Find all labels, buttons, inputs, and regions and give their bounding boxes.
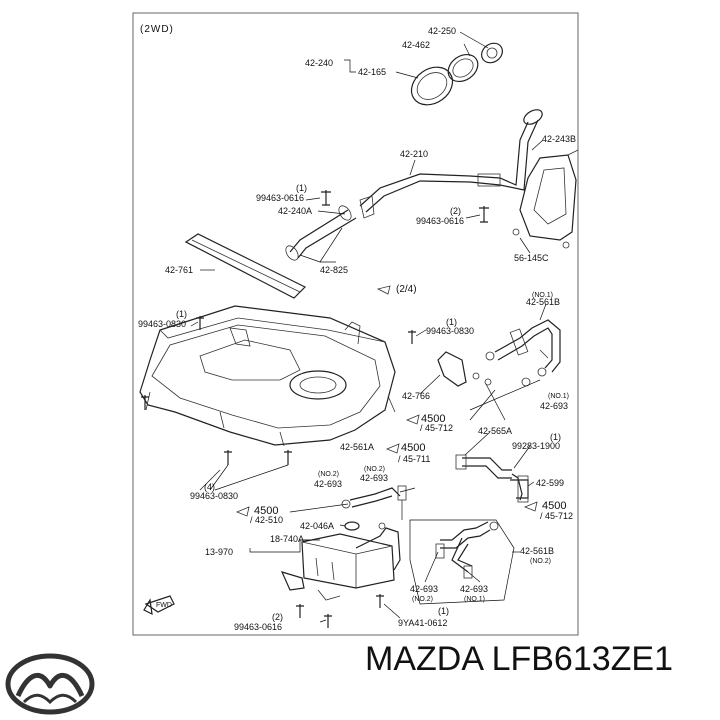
label-42-693-a: 42-693 <box>540 401 568 411</box>
label-99463-0616-top: 99463-0616 <box>256 193 304 203</box>
label-42-510: / 42-510 <box>250 515 283 525</box>
label-42-761: 42-761 <box>165 265 193 275</box>
filler-bracket <box>512 149 579 249</box>
label-qty-1-left: (1) <box>176 309 187 319</box>
label-42-693-d: 42-693 <box>410 584 438 594</box>
label-qty-1-bottom: (1) <box>438 606 449 616</box>
label-56-145c: 56-145C <box>514 253 549 263</box>
label-45-712-b: / 45-712 <box>540 511 573 521</box>
label-42-243b: 42-243B <box>542 134 576 144</box>
hose-42561b-lower <box>435 521 499 579</box>
label-no2-d: (NO.2) <box>412 596 433 603</box>
label-no2-b: (NO.2) <box>364 466 385 473</box>
ring-42046a <box>344 521 360 531</box>
bolt-group-top <box>321 190 489 223</box>
label-99463-0616-bottom: 99463-0616 <box>234 622 282 632</box>
label-qty-1-c: (1) <box>550 432 561 442</box>
label-42-240: 42-240 <box>305 58 333 68</box>
vent-hose-middle <box>455 454 523 501</box>
label-42-565a: 42-565A <box>478 426 512 436</box>
diagram-frame <box>132 12 579 636</box>
reference-arrow-icon <box>235 285 538 517</box>
label-42-766: 42-766 <box>402 391 430 401</box>
leader-lines <box>190 31 547 623</box>
label-99463-0830-right: 99463-0830 <box>426 326 474 336</box>
heat-insulator <box>184 233 307 299</box>
header-label: (2WD) <box>140 24 174 35</box>
label-42-046a: 42-046A <box>300 521 334 531</box>
label-4500-a: 4500 <box>421 413 445 425</box>
canister <box>280 522 401 601</box>
label-qty-4-left: (4) <box>204 482 215 492</box>
label-4500-c: 4500 <box>254 505 278 517</box>
fwd-label: FWD <box>156 602 172 609</box>
label-4500-d: 4500 <box>542 500 566 512</box>
part-labels: 42-250 42-462 42-240 42-165 42-243B 42-2… <box>138 26 576 632</box>
label-no2-a: (NO.2) <box>318 471 339 478</box>
label-42-561b-top: 42-561B <box>526 297 560 307</box>
label-qty-2-mid: (2) <box>450 206 461 216</box>
label-qty-1-right: (1) <box>446 317 457 327</box>
label-9ya41-0612: 9YA41-0612 <box>398 618 447 628</box>
label-99463-0830-bottom: 99463-0830 <box>190 491 238 501</box>
label-99463-0830-left: 99463-0830 <box>138 319 186 329</box>
filler-pipe <box>285 109 543 261</box>
fwd-arrow-icon <box>143 595 175 616</box>
tank-bolts <box>141 316 416 465</box>
label-42-250: 42-250 <box>428 26 456 36</box>
clamp-part <box>437 351 492 387</box>
label-45-712-a: / 45-712 <box>420 423 453 433</box>
label-42-561a: 42-561A <box>340 442 374 452</box>
vent-hose-upper <box>485 319 561 387</box>
label-42-693-b: 42-693 <box>314 479 342 489</box>
label-42-599: 42-599 <box>536 478 564 488</box>
mazda-logo-icon <box>5 653 95 715</box>
hose-42561a <box>341 485 407 520</box>
label-42-693-e: 42-693 <box>460 584 488 594</box>
label-18-740a: 18-740A <box>270 534 304 544</box>
pipe-42599 <box>510 475 529 503</box>
label-42-210: 42-210 <box>400 149 428 159</box>
label-4500-b: 4500 <box>401 442 425 454</box>
label-42-462: 42-462 <box>402 40 430 50</box>
brand-part-number: MAZDA LFB613ZE1 <box>365 640 674 678</box>
label-42-165: 42-165 <box>358 67 386 77</box>
label-99463-0616-mid: 99463-0616 <box>416 216 464 226</box>
label-ref-2-4: (2/4) <box>396 284 417 295</box>
label-42-825: 42-825 <box>320 265 348 275</box>
label-no1-b: (NO.1) <box>548 393 569 400</box>
fuel-tank <box>139 305 396 447</box>
label-99283-1900: 99283-1900 <box>512 441 560 451</box>
label-42-693-c: 42-693 <box>360 473 388 483</box>
filler-cap-assembly <box>410 42 503 106</box>
lower-bolts <box>296 594 384 628</box>
label-no2-c: (NO.2) <box>530 558 551 565</box>
label-13-970: 13-970 <box>205 547 233 557</box>
label-no1-a: (NO.1) <box>532 292 553 299</box>
label-qty-1-top: (1) <box>296 183 307 193</box>
label-42-240a: 42-240A <box>278 206 312 216</box>
label-45-711: / 45-711 <box>398 454 430 464</box>
label-qty-2-bottom: (2) <box>272 612 283 622</box>
label-no1-c: (NO.1) <box>464 596 485 603</box>
label-42-561b-bottom: 42-561B <box>520 546 554 556</box>
